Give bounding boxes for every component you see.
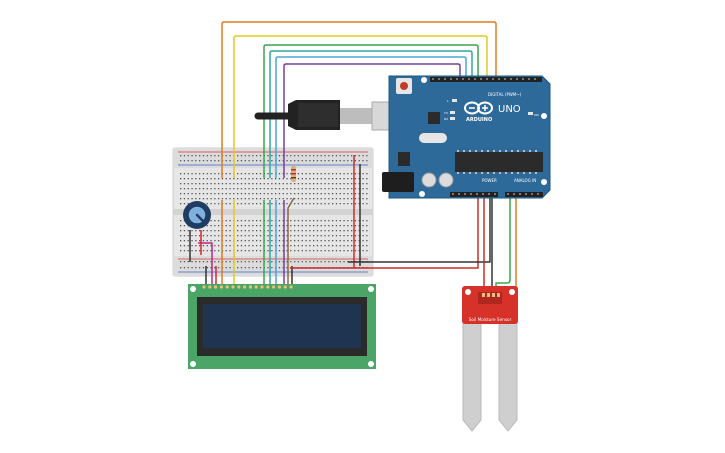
mounting-hole (419, 191, 425, 197)
rx-led (450, 117, 455, 120)
wire-brown-resistor (287, 197, 295, 287)
crystal (419, 133, 447, 143)
arduino-model: UNO (498, 104, 521, 115)
atmega-chip (455, 152, 543, 172)
wire-green-analog (495, 190, 511, 296)
analog-header-label: ANALOG IN (514, 178, 536, 183)
potentiometer-icon[interactable] (183, 201, 211, 229)
wire-green (263, 44, 479, 178)
wire-magenta-pot (198, 242, 213, 287)
capacitor (438, 172, 454, 188)
reset-button-icon[interactable] (396, 78, 412, 94)
wire-orange (221, 21, 497, 178)
mounting-hole (368, 286, 374, 292)
on-led (528, 112, 533, 115)
mounting-hole (190, 286, 196, 292)
chip-pins (457, 150, 537, 174)
mounting-hole (421, 77, 427, 83)
power-jack (382, 172, 414, 192)
power-header-label: POWER (482, 178, 497, 183)
on-led-label: ON (534, 113, 539, 117)
wire-black-gnd (348, 190, 491, 263)
tx-led-label: TX (443, 111, 448, 115)
l-led-label: L (447, 99, 449, 103)
digital-header-label: DIGITAL (PWM~) (488, 92, 522, 97)
tx-led (450, 111, 455, 114)
rx-led-label: RX (444, 117, 448, 121)
analog-header[interactable] (505, 192, 543, 197)
mounting-hole (190, 361, 196, 367)
arduino-logo-text: ARDUINO (466, 117, 492, 123)
soil-moisture-sensor: Soil Moisture Sensor (462, 286, 518, 432)
wire-purple (283, 63, 461, 178)
wire-teal (269, 50, 473, 178)
capacitor (421, 172, 437, 188)
usb-chip (428, 112, 440, 124)
wire-blue (275, 56, 467, 178)
l-led (452, 99, 457, 102)
arduino-logo-icon (464, 101, 493, 115)
mounting-hole (541, 179, 547, 185)
mounting-hole (368, 361, 374, 367)
resistor-icon (291, 166, 296, 182)
lcd-display (188, 284, 376, 369)
wire-yellow (233, 35, 488, 178)
sensor-pins (482, 293, 500, 297)
power-header[interactable] (450, 192, 498, 197)
mounting-hole (541, 113, 547, 119)
wire-red-5v (290, 190, 479, 269)
regulator (398, 152, 410, 166)
header-pins (432, 78, 539, 195)
lcd-header-pins (202, 285, 293, 289)
breadboard (172, 147, 374, 277)
lcd-screen (203, 304, 361, 348)
sensor-title: Soil Moisture Sensor (469, 317, 512, 322)
arduino-uno: ARDUINO UNO DIGITAL (PWM~) POWER ANALOG … (382, 75, 551, 199)
